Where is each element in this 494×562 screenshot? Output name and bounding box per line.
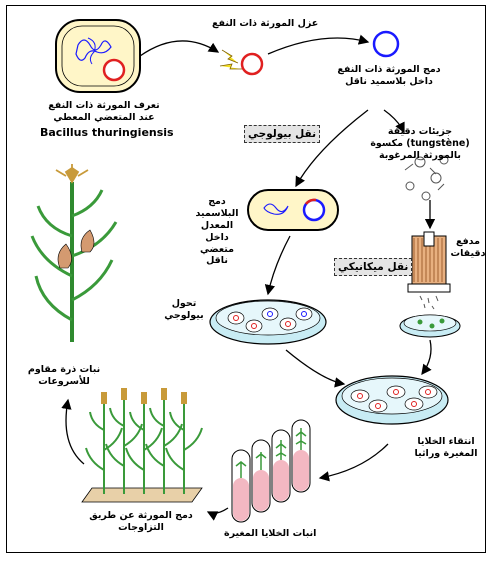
flow-arrows bbox=[61, 34, 436, 521]
label-isolate-gene: عزل المورثة ذات النفع bbox=[212, 18, 319, 29]
diagram-frame bbox=[6, 5, 486, 553]
label-integrate-modified-plasmid: دمج البلاسميد المعدل داخل متعضي ناقل bbox=[195, 196, 239, 267]
corn-plant bbox=[30, 164, 118, 342]
label-select-cells: انتقاء الخلايا المغيرة وراثيا bbox=[414, 436, 478, 459]
label-integrate-plasmid: دمج المورثة ذات النفع داخل بلاسميد ناقل bbox=[337, 64, 441, 87]
label-grow-cells: انبات الخلايا المغيرة bbox=[224, 528, 317, 539]
label-crossing: دمج المورثة عن طريق التزاوجات bbox=[89, 510, 193, 533]
plasmid-vector bbox=[372, 30, 400, 58]
dish-biological bbox=[209, 299, 327, 345]
label-resistant-corn: نبات ذرة مقاوم للأسروعات bbox=[27, 364, 101, 387]
isolated-gene bbox=[219, 49, 264, 76]
particle-gun bbox=[407, 231, 451, 310]
mechanical-transfer-box: نقل ميكانيكي bbox=[334, 258, 413, 276]
label-particle-gun: مدفع دقيقات bbox=[450, 236, 486, 259]
label-biological-transformation: تحول بيولوجي bbox=[164, 298, 204, 321]
biological-transfer-box: نقل بيولوجي bbox=[244, 125, 321, 143]
label-bacterium-name: Bacillus thuringiensis bbox=[40, 126, 174, 139]
dish-selection bbox=[335, 375, 449, 425]
test-tubes bbox=[231, 419, 311, 523]
donor-bacterium bbox=[55, 19, 141, 93]
tungsten-particles bbox=[404, 155, 449, 201]
host-bacterium bbox=[247, 189, 339, 231]
target-dish-mechanical bbox=[399, 314, 461, 338]
corn-field bbox=[81, 388, 203, 503]
label-identify-gene: تعرف المورثة ذات النفع عند المتعضي المعط… bbox=[48, 100, 160, 123]
label-tungsten-particles: جزيئات دقيقة (tungstène) مكسوة بالمورثة … bbox=[370, 126, 470, 161]
